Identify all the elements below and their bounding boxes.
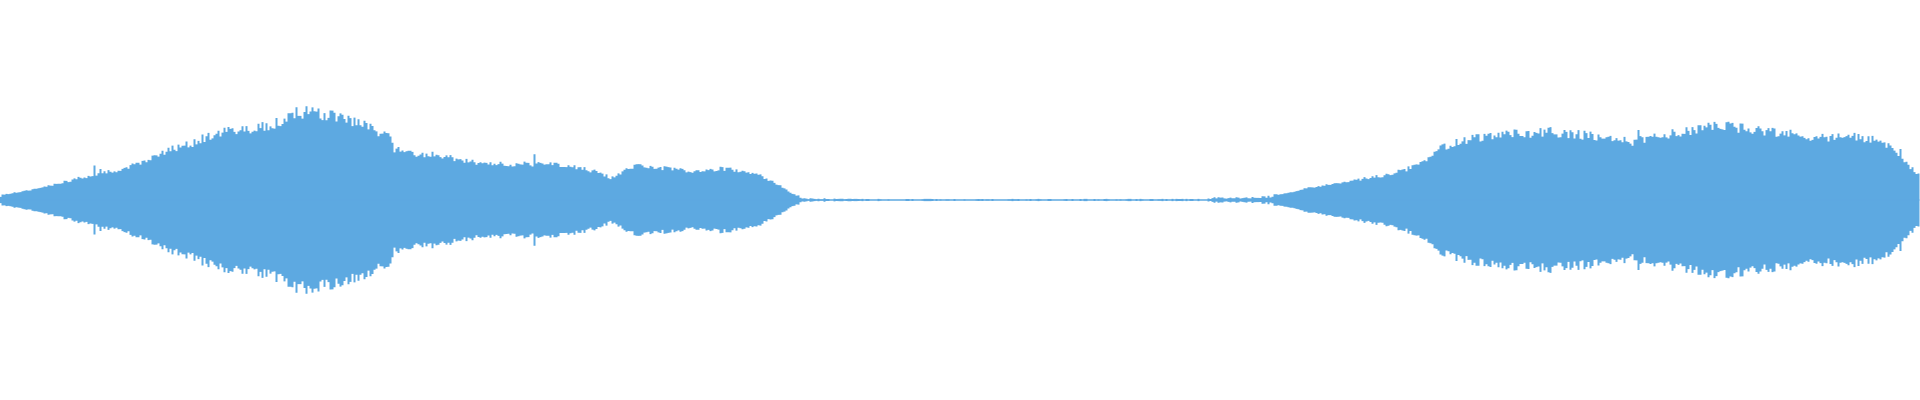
waveform-graphic xyxy=(0,106,1920,294)
